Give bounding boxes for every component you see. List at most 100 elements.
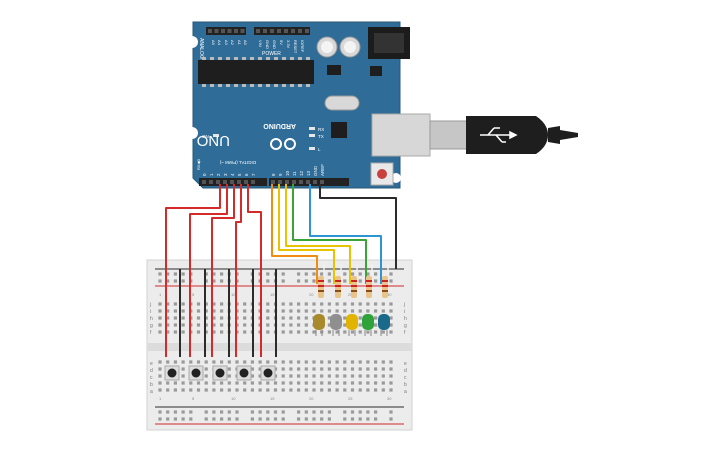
breadboard-hole <box>335 330 339 334</box>
col-number: 10 <box>231 396 236 401</box>
breadboard-hole <box>220 316 224 320</box>
breadboard-hole <box>350 309 355 313</box>
breadboard-hole <box>304 316 308 320</box>
breadboard-hole <box>366 302 370 306</box>
breadboard-hole <box>343 279 347 283</box>
breadboard-hole <box>212 388 216 392</box>
breadboard-hole <box>281 388 285 392</box>
breadboard-hole <box>366 309 370 313</box>
breadboard-hole <box>204 417 208 421</box>
digital-pin-label: 7 <box>251 173 256 176</box>
breadboard-hole <box>327 367 331 371</box>
breadboard-hole <box>273 360 278 364</box>
breadboard-hole <box>335 388 339 392</box>
breadboard-hole <box>335 302 339 306</box>
breadboard-hole <box>204 323 208 327</box>
breadboard-hole <box>358 272 362 276</box>
reset-button-cap[interactable] <box>377 169 387 179</box>
breadboard-hole <box>173 309 177 313</box>
breadboard-hole <box>273 381 278 385</box>
breadboard-hole <box>220 417 224 421</box>
col-number: 5 <box>192 292 195 297</box>
wire-green <box>292 184 367 284</box>
row-letter: a <box>404 389 407 395</box>
breadboard-hole <box>335 309 339 313</box>
breadboard-hole <box>343 272 347 276</box>
breadboard-hole <box>181 302 185 306</box>
breadboard-hole <box>204 367 208 371</box>
breadboard-hole <box>350 360 355 364</box>
voltage-regulator <box>327 65 341 75</box>
breadboard-hole <box>173 381 177 385</box>
row-letter: f <box>404 330 406 336</box>
breadboard-hole <box>312 272 316 276</box>
breadboard-hole <box>366 417 370 421</box>
breadboard-hole <box>343 302 347 306</box>
breadboard-hole <box>220 410 224 414</box>
breadboard-hole <box>196 323 201 327</box>
breadboard-hole <box>381 360 385 364</box>
breadboard-hole <box>281 360 285 364</box>
breadboard-hole <box>389 360 393 364</box>
breadboard-hole <box>358 330 362 334</box>
breadboard-hole <box>266 381 270 385</box>
breadboard-hole <box>320 417 324 421</box>
breadboard-hole <box>327 272 331 276</box>
breadboard-hole <box>166 381 170 385</box>
breadboard-hole <box>158 316 162 320</box>
breadboard-hole <box>243 330 247 334</box>
power-pin-label: GND <box>265 40 270 49</box>
breadboard-hole <box>189 381 193 385</box>
breadboard-hole <box>350 381 355 385</box>
breadboard-hole <box>227 417 231 421</box>
breadboard-hole <box>312 360 316 364</box>
digital-pin-label: 0 <box>202 173 207 176</box>
breadboard-hole <box>258 388 262 392</box>
breadboard-hole <box>281 302 285 306</box>
digital-pin-label: 9 <box>278 173 283 176</box>
breadboard-hole <box>335 381 339 385</box>
push-button[interactable] <box>164 365 180 381</box>
breadboard-hole <box>389 367 393 371</box>
row-letter: c <box>404 375 407 381</box>
digital-header-label: DIGITAL (PWM ~) <box>219 160 256 165</box>
mounting-hole <box>186 127 198 139</box>
breadboard-hole <box>281 316 285 320</box>
breadboard-hole <box>350 374 355 378</box>
breadboard-hole <box>258 360 262 364</box>
breadboard-hole <box>266 360 270 364</box>
row-letter: c <box>150 375 153 381</box>
push-button[interactable] <box>188 365 204 381</box>
breadboard-hole <box>250 388 254 392</box>
wire-red <box>211 184 235 357</box>
breadboard-hole <box>281 309 285 313</box>
breadboard-hole <box>312 410 316 414</box>
breadboard-hole <box>158 417 162 421</box>
breadboard-hole <box>204 381 208 385</box>
push-button[interactable] <box>260 365 276 381</box>
breadboard-hole <box>266 388 270 392</box>
breadboard-hole <box>297 316 301 320</box>
breadboard-hole <box>220 279 224 283</box>
breadboard-hole <box>212 360 216 364</box>
push-button[interactable] <box>212 365 228 381</box>
breadboard-hole <box>189 417 193 421</box>
comm-label-rx: RX◀0 <box>196 158 201 170</box>
digital-pin-label: GND <box>313 165 318 176</box>
breadboard-hole <box>212 316 216 320</box>
leds <box>313 314 390 336</box>
breadboard-hole <box>166 309 170 313</box>
breadboard-hole <box>204 360 208 364</box>
breadboard-hole <box>173 388 177 392</box>
power-pin-label: VIN <box>258 40 263 47</box>
breadboard-hole <box>173 410 177 414</box>
digital-pin-label: 4 <box>230 173 235 176</box>
push-button[interactable] <box>236 365 252 381</box>
breadboard-hole <box>181 360 185 364</box>
breadboard-hole <box>196 316 201 320</box>
led-label-on: ON <box>202 134 209 139</box>
breadboard-hole <box>281 323 285 327</box>
breadboard-hole <box>158 309 162 313</box>
breadboard-hole <box>173 316 177 320</box>
breadboard-hole <box>304 388 308 392</box>
